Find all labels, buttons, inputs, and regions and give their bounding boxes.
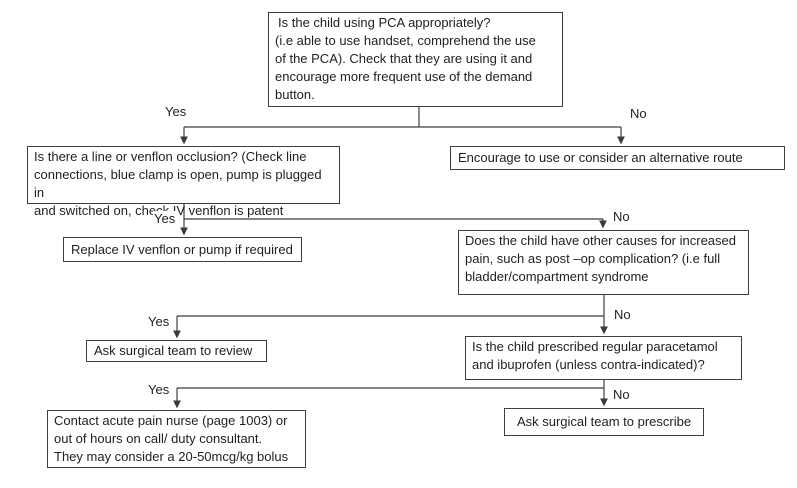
edge-label-yes: Yes	[147, 314, 171, 330]
edge-label-yes: Yes	[147, 382, 171, 398]
edge-label-yes: Yes	[153, 211, 177, 227]
node-action-encourage-alternative-route: Encourage to use or consider an alternat…	[450, 146, 785, 170]
node-question-regular-analgesia-prescribed: Is the child prescribed regular paraceta…	[465, 336, 742, 380]
node-action-contact-acute-pain-nurse: Contact acute pain nurse (page 1003) or …	[47, 410, 306, 468]
connector-other-causes-branch	[173, 295, 608, 339]
connector-analgesia-branch	[173, 380, 608, 409]
node-action-replace-venflon-pump: Replace IV venflon or pump if required	[63, 237, 302, 262]
edge-label-no: No	[629, 106, 648, 122]
node-action-surgical-team-prescribe: Ask surgical team to prescribe	[504, 408, 704, 436]
node-question-pca-appropriate: Is the child using PCA appropriately? (i…	[268, 12, 563, 107]
node-question-other-pain-causes: Does the child have other causes for inc…	[458, 230, 749, 295]
edge-label-yes: Yes	[164, 104, 188, 120]
edge-label-no: No	[612, 387, 631, 403]
node-action-surgical-team-review: Ask surgical team to review	[86, 340, 267, 362]
connector-pca-branch	[180, 107, 625, 145]
edge-label-no: No	[612, 209, 631, 225]
node-question-line-occlusion: Is there a line or venflon occlusion? (C…	[27, 146, 340, 218]
edge-label-no: No	[613, 307, 632, 323]
